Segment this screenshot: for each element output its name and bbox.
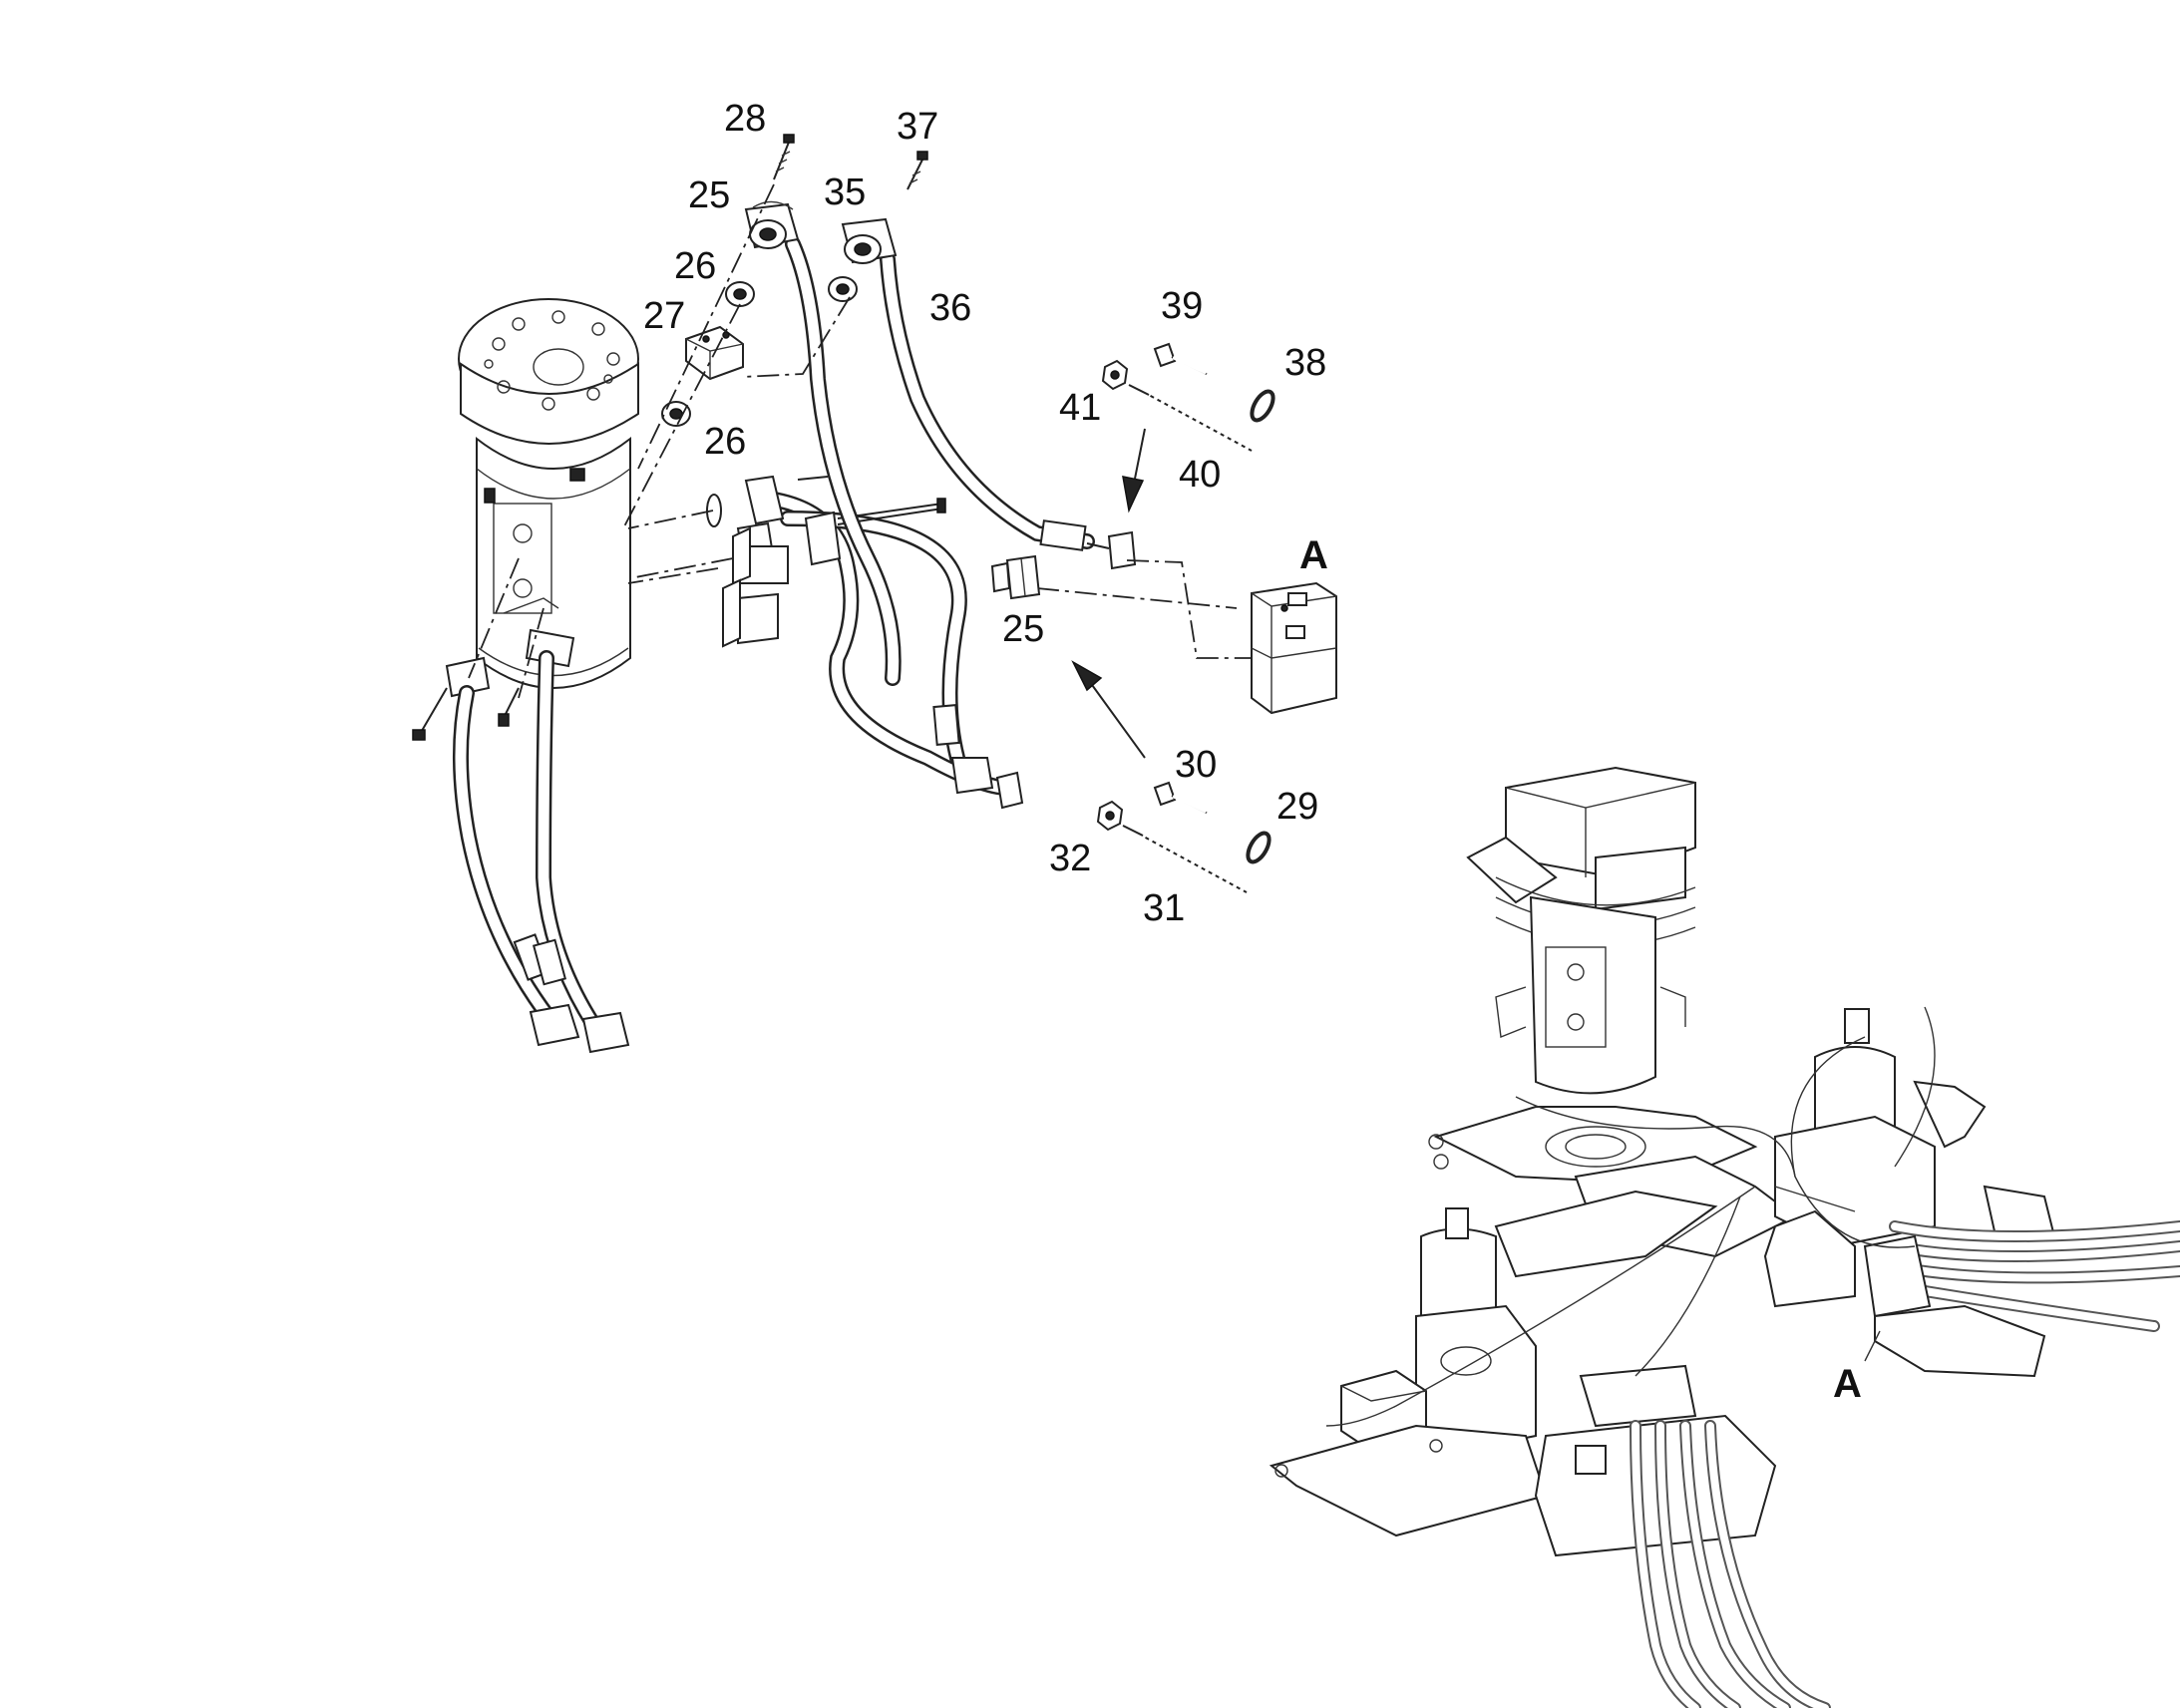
oring-29 [1246, 831, 1272, 864]
callout-37: 37 [897, 106, 939, 148]
screw-28 [773, 134, 795, 180]
center-hoses [706, 475, 1024, 810]
callout-32: 32 [1049, 838, 1092, 879]
callout-25: 25 [688, 174, 731, 216]
upper-hose-25 [744, 200, 902, 686]
stud-31 [1122, 825, 1249, 895]
nut-32 [1096, 800, 1124, 832]
seal-26-upper [725, 281, 755, 307]
upper-hose-35 [841, 217, 1137, 570]
callout-27: 27 [643, 295, 686, 337]
arrows [1071, 428, 1146, 759]
callout-41: 41 [1059, 387, 1102, 429]
callout-36: 36 [929, 287, 972, 329]
swivel-body [412, 298, 639, 741]
screw-37 [907, 151, 928, 190]
callout-a-detail: A [1299, 533, 1328, 577]
bolt-30 [1153, 781, 1208, 814]
callout-40: 40 [1179, 454, 1222, 496]
stud-40 [1128, 384, 1254, 454]
callout-a-overview: A [1833, 1362, 1862, 1406]
bolt-39 [1153, 342, 1208, 375]
callout-25-lower: 25 [1002, 608, 1045, 650]
seal-36 [828, 276, 858, 302]
oring-38 [1250, 389, 1275, 423]
callout-39: 39 [1161, 285, 1204, 327]
fitting-25-lower [990, 554, 1041, 600]
callout-29: 29 [1276, 786, 1319, 828]
detail-a-block [1251, 581, 1337, 715]
callout-35: 35 [824, 171, 867, 213]
callout-28: 28 [724, 98, 767, 140]
callout-38: 38 [1284, 342, 1327, 384]
overview-machine [1269, 766, 2180, 1708]
callout-31: 31 [1143, 887, 1186, 929]
callout-26-lower: 26 [704, 421, 747, 463]
assembly-centerlines [468, 183, 1252, 699]
callout-26: 26 [674, 245, 717, 287]
seal-26-lower [661, 401, 691, 427]
callout-30: 30 [1175, 744, 1218, 786]
lower-hoses [452, 650, 630, 1054]
nut-41 [1101, 359, 1129, 391]
